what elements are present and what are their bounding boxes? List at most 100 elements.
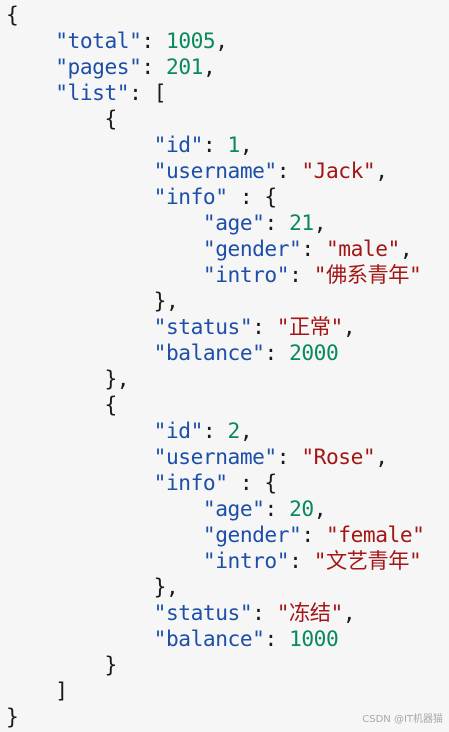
json-key: "status" [153, 314, 253, 339]
json-punctuation: , [375, 158, 388, 183]
json-punctuation: : [202, 418, 228, 443]
json-number: 21 [289, 210, 314, 235]
watermark: CSDN @IT机器猫 [362, 714, 443, 725]
json-number: 2 [227, 418, 241, 443]
code-line: "intro": "佛系青年" [6, 262, 449, 288]
json-punctuation: , [313, 210, 327, 235]
json-punctuation: : { [227, 184, 277, 209]
json-punctuation: , [375, 444, 388, 469]
code-line: "info" : { [6, 184, 449, 210]
code-line: "intro": "文艺青年" [6, 548, 449, 574]
json-punctuation [6, 28, 55, 53]
code-line: { [6, 392, 449, 418]
code-line: "age": 21, [6, 210, 449, 236]
code-line: { [6, 106, 449, 132]
json-key: "total" [55, 28, 142, 53]
json-punctuation: , [215, 28, 228, 53]
json-number: 1005 [166, 28, 216, 53]
json-punctuation: : [301, 522, 326, 547]
json-punctuation: : [141, 28, 167, 53]
json-punctuation [6, 262, 203, 287]
json-punctuation [6, 314, 154, 339]
code-line: "id": 1, [6, 132, 449, 158]
code-line: "status": "冻结", [6, 600, 449, 626]
json-key: "username" [153, 158, 278, 183]
json-punctuation: { [6, 392, 117, 417]
json-punctuation: , [313, 496, 327, 521]
code-line: "pages": 201, [6, 54, 449, 80]
json-punctuation: : [252, 314, 277, 339]
json-string: "佛系青年" [313, 262, 422, 287]
code-line: } [6, 704, 449, 730]
json-number: 1000 [289, 626, 339, 651]
json-punctuation [6, 470, 154, 495]
code-line: "status": "正常", [6, 314, 449, 340]
json-key: "id" [153, 418, 204, 443]
code-line: "age": 20, [6, 496, 449, 522]
json-string: "文艺青年" [313, 548, 422, 573]
json-punctuation: , [399, 236, 413, 261]
json-key: "username" [153, 444, 278, 469]
json-punctuation: }, [6, 288, 179, 313]
code-line: "username": "Rose", [6, 444, 449, 470]
json-punctuation: } [6, 704, 19, 729]
json-punctuation: , [239, 418, 253, 443]
json-punctuation: : [264, 626, 290, 651]
code-line: }, [6, 288, 449, 314]
json-punctuation [6, 340, 154, 365]
json-key: "gender" [202, 522, 302, 547]
code-line: ] [6, 678, 449, 704]
json-punctuation: }, [6, 366, 130, 391]
json-number: 20 [289, 496, 314, 521]
code-line: }, [6, 366, 449, 392]
json-punctuation: : [202, 132, 228, 157]
json-key: "info" [153, 470, 228, 495]
code-line: "balance": 2000 [6, 340, 449, 366]
json-punctuation: }, [6, 574, 179, 599]
json-punctuation: : [276, 444, 302, 469]
json-punctuation: : [276, 158, 302, 183]
json-punctuation [6, 548, 203, 573]
json-punctuation: , [239, 132, 253, 157]
json-punctuation: : [289, 548, 314, 573]
json-punctuation [6, 80, 55, 105]
json-punctuation [6, 132, 154, 157]
json-number: 2000 [289, 340, 339, 365]
json-punctuation [6, 626, 154, 651]
json-punctuation [6, 236, 203, 261]
json-number: 201 [166, 54, 203, 79]
json-punctuation [6, 444, 154, 469]
json-string: "冻结" [276, 600, 344, 625]
code-line: "username": "Jack", [6, 158, 449, 184]
json-string: "male" [325, 236, 400, 261]
json-key: "balance" [153, 340, 265, 365]
json-punctuation [6, 418, 154, 443]
code-line: }, [6, 574, 449, 600]
json-punctuation [6, 496, 203, 521]
code-line: { [6, 2, 449, 28]
json-number: 1 [227, 132, 241, 157]
json-punctuation [6, 158, 154, 183]
json-punctuation: , [202, 54, 216, 79]
json-code-block: { "total": 1005, "pages": 201, "list": [… [6, 2, 449, 730]
json-punctuation: : [252, 600, 277, 625]
json-punctuation: { [6, 106, 117, 131]
json-punctuation: } [6, 652, 117, 677]
json-punctuation [6, 184, 154, 209]
json-punctuation: : [264, 210, 290, 235]
json-string: "female" [325, 522, 425, 547]
json-punctuation: : [264, 496, 290, 521]
json-string: "正常" [276, 314, 344, 339]
json-key: "intro" [202, 548, 290, 573]
json-punctuation: , [342, 314, 356, 339]
json-punctuation: : [264, 340, 290, 365]
json-key: "info" [153, 184, 228, 209]
code-line: } [6, 652, 449, 678]
code-line: "info" : { [6, 470, 449, 496]
json-key: "pages" [55, 54, 142, 79]
code-line: "gender": "male", [6, 236, 449, 262]
json-punctuation [6, 210, 203, 235]
json-punctuation: { [6, 2, 19, 27]
code-line: "id": 2, [6, 418, 449, 444]
json-punctuation: : [ [129, 80, 166, 105]
